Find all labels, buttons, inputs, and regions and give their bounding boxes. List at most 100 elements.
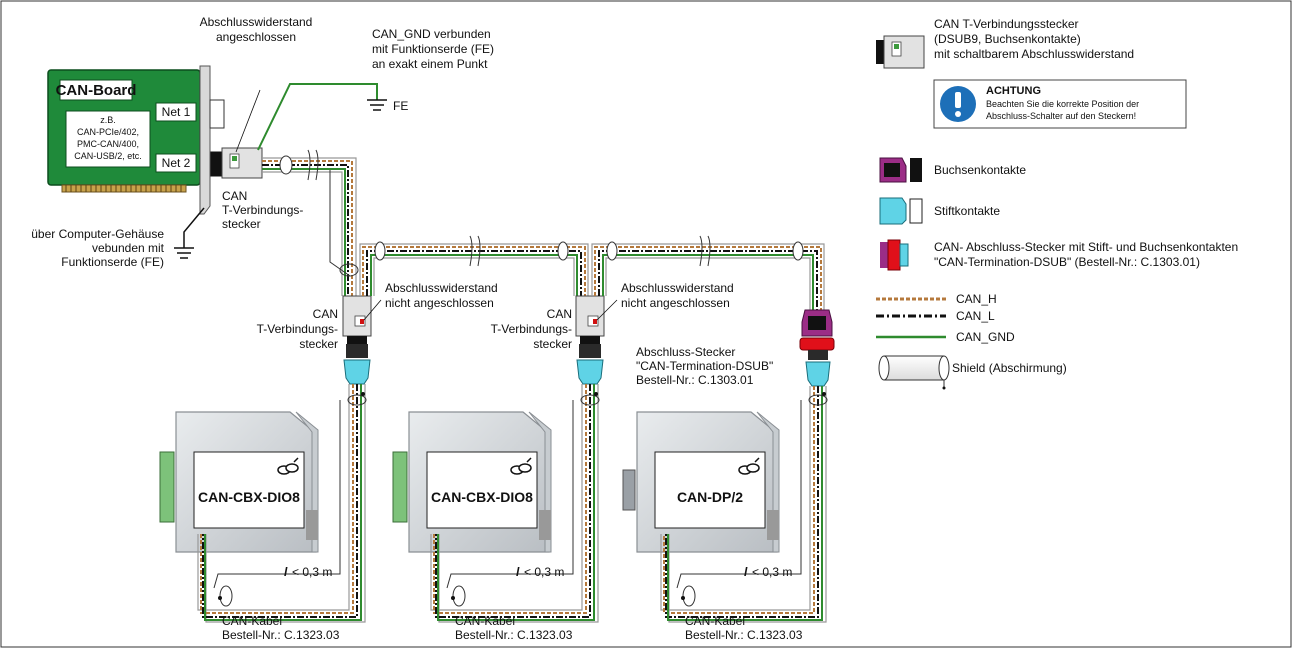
t-connector-label-line: stecker — [299, 337, 338, 351]
net2-label: Net 2 — [162, 156, 191, 170]
t-connector-label-line: stecker — [222, 217, 261, 231]
board-title-box — [59, 79, 133, 101]
legend-female-label: Buchsenkontakte — [934, 163, 1026, 177]
chassis-ground — [174, 207, 205, 259]
bus-cable-2 — [359, 235, 589, 296]
termination-plug-stack — [799, 309, 835, 387]
gnd-note-line: an exakt einem Punkt — [372, 57, 488, 71]
t-connector-label-line: CAN — [547, 307, 572, 321]
termination-not-connected-line: nicht angeschlossen — [385, 296, 494, 310]
board-title: CAN-Board — [56, 82, 137, 99]
t-connector-label-line: T-Verbindungs- — [491, 322, 572, 336]
device-3: CAN-DP/2 — [622, 411, 780, 553]
esd-logo-icon — [510, 457, 532, 475]
bus-cable-1 — [262, 149, 359, 296]
esd-logo-icon — [738, 457, 760, 475]
device-2: CAN-CBX-DIO8 — [392, 411, 552, 553]
device-name: CAN-CBX-DIO8 — [431, 489, 533, 505]
board-example-line: CAN-USB/2, etc. — [74, 151, 142, 161]
length-symbol: l — [284, 565, 288, 579]
legend-termination-line: CAN- Abschluss-Stecker mit Stift- und Bu… — [934, 240, 1238, 254]
green-terminal-block — [392, 451, 408, 523]
legend-tconn-line: (DSUB9, Buchsenkontakte) — [934, 32, 1081, 46]
legend-tconn-icon — [876, 35, 925, 69]
legend-can-l-label: CAN_L — [956, 309, 995, 323]
gnd-note-line: mit Funktionserde (FE) — [372, 42, 494, 56]
board-slot-bracket — [199, 65, 211, 215]
device-name: CAN-CBX-DIO8 — [198, 489, 300, 505]
t-connector-1 — [342, 295, 372, 385]
net1-box — [155, 102, 197, 122]
warning-text-line: Abschluss-Schalter auf den Steckern! — [986, 111, 1136, 121]
warning-text-line: Beachten Sie die korrekte Position der — [986, 99, 1139, 109]
gnd-to-fe-wire — [257, 83, 387, 151]
can-board: CAN-Board Net 1 Net 2 z.B. CAN-PCIe/402,… — [47, 65, 225, 215]
esd-logo-icon — [277, 457, 299, 475]
term-plug-line: "CAN-Termination-DSUB" — [636, 359, 773, 373]
board-example-line: PMC-CAN/400, — [77, 139, 139, 149]
t-connector-2 — [575, 295, 605, 385]
board-examples-box — [65, 110, 151, 168]
female-connector-icon — [879, 157, 922, 183]
length-label: < 0,3 m — [524, 565, 564, 579]
net1-label: Net 1 — [162, 105, 191, 119]
legend-male-label: Stiftkontakte — [934, 204, 1000, 218]
termination-not-connected-line: Abschlusswiderstand — [621, 281, 734, 295]
chassis-note-line: Funktionserde (FE) — [61, 255, 164, 269]
board-example-line: CAN-PCIe/402, — [77, 127, 139, 137]
length-symbol: l — [744, 565, 748, 579]
t-connector-label-line: CAN — [222, 189, 247, 203]
chassis-note-line: vebunden mit — [92, 241, 165, 255]
cable-label-line: Bestell-Nr.: C.1323.03 — [222, 628, 340, 642]
gnd-note-line: CAN_GND verbunden — [372, 27, 491, 41]
legend: CAN T-Verbindungsstecker (DSUB9, Buchsen… — [876, 17, 1238, 390]
t-connector-label-line: stecker — [533, 337, 572, 351]
termination-plug-icon — [880, 239, 909, 271]
net1-port — [209, 99, 225, 129]
length-symbol: l — [516, 565, 520, 579]
termination-not-connected-line: nicht angeschlossen — [621, 296, 730, 310]
bus-cable-3 — [591, 235, 825, 310]
warning-exclamation-icon — [938, 84, 978, 124]
termination-connected-line: angeschlossen — [216, 30, 296, 44]
termination-connected-line: Abschlusswiderstand — [200, 15, 313, 29]
termination-not-connected-line: Abschlusswiderstand — [385, 281, 498, 295]
dsub-port — [622, 469, 636, 511]
board-edge-connector — [61, 184, 187, 193]
t-connector-label-line: T-Verbindungs- — [222, 203, 303, 217]
length-label: < 0,3 m — [752, 565, 792, 579]
length-label: < 0,3 m — [292, 565, 332, 579]
cable-label-line: Bestell-Nr.: C.1323.03 — [685, 628, 803, 642]
legend-can-h-label: CAN_H — [956, 292, 997, 306]
shield-cylinder-icon — [878, 355, 950, 390]
warning-title: ACHTUNG — [986, 85, 1041, 97]
legend-tconn-line: CAN T-Verbindungsstecker — [934, 17, 1079, 31]
t-connector-label-line: CAN — [313, 307, 338, 321]
term-plug-line: Bestell-Nr.: C.1303.01 — [636, 373, 754, 387]
annotation-leader — [596, 299, 618, 321]
male-connector-icon — [879, 197, 923, 225]
annotation-leader — [235, 89, 261, 153]
cable-label-line: Bestell-Nr.: C.1323.03 — [455, 628, 573, 642]
device-1: CAN-CBX-DIO8 — [159, 411, 319, 553]
shield-ring — [279, 155, 293, 175]
drop-cable-2 — [430, 384, 600, 623]
cable-label-line: CAN-Kabel — [685, 614, 745, 628]
device-name: CAN-DP/2 — [677, 489, 743, 505]
chassis-note-line: über Computer-Gehäuse — [31, 227, 164, 241]
green-terminal-block — [159, 451, 175, 523]
legend-termination-line: "CAN-Termination-DSUB" (Bestell-Nr.: C.1… — [934, 255, 1200, 269]
drop-cable-1 — [197, 384, 367, 623]
term-plug-line: Abschluss-Stecker — [636, 345, 735, 359]
t-connector-board — [210, 147, 263, 179]
legend-can-gnd-label: CAN_GND — [956, 330, 1015, 344]
t-connector-label-line: T-Verbindungs- — [257, 322, 338, 336]
annotation-leader — [363, 299, 382, 321]
net2-box — [155, 153, 197, 173]
legend-shield-label: Shield (Abschirmung) — [952, 361, 1067, 375]
cable-label-line: CAN-Kabel — [455, 614, 515, 628]
drop-cable-3 — [660, 386, 828, 623]
